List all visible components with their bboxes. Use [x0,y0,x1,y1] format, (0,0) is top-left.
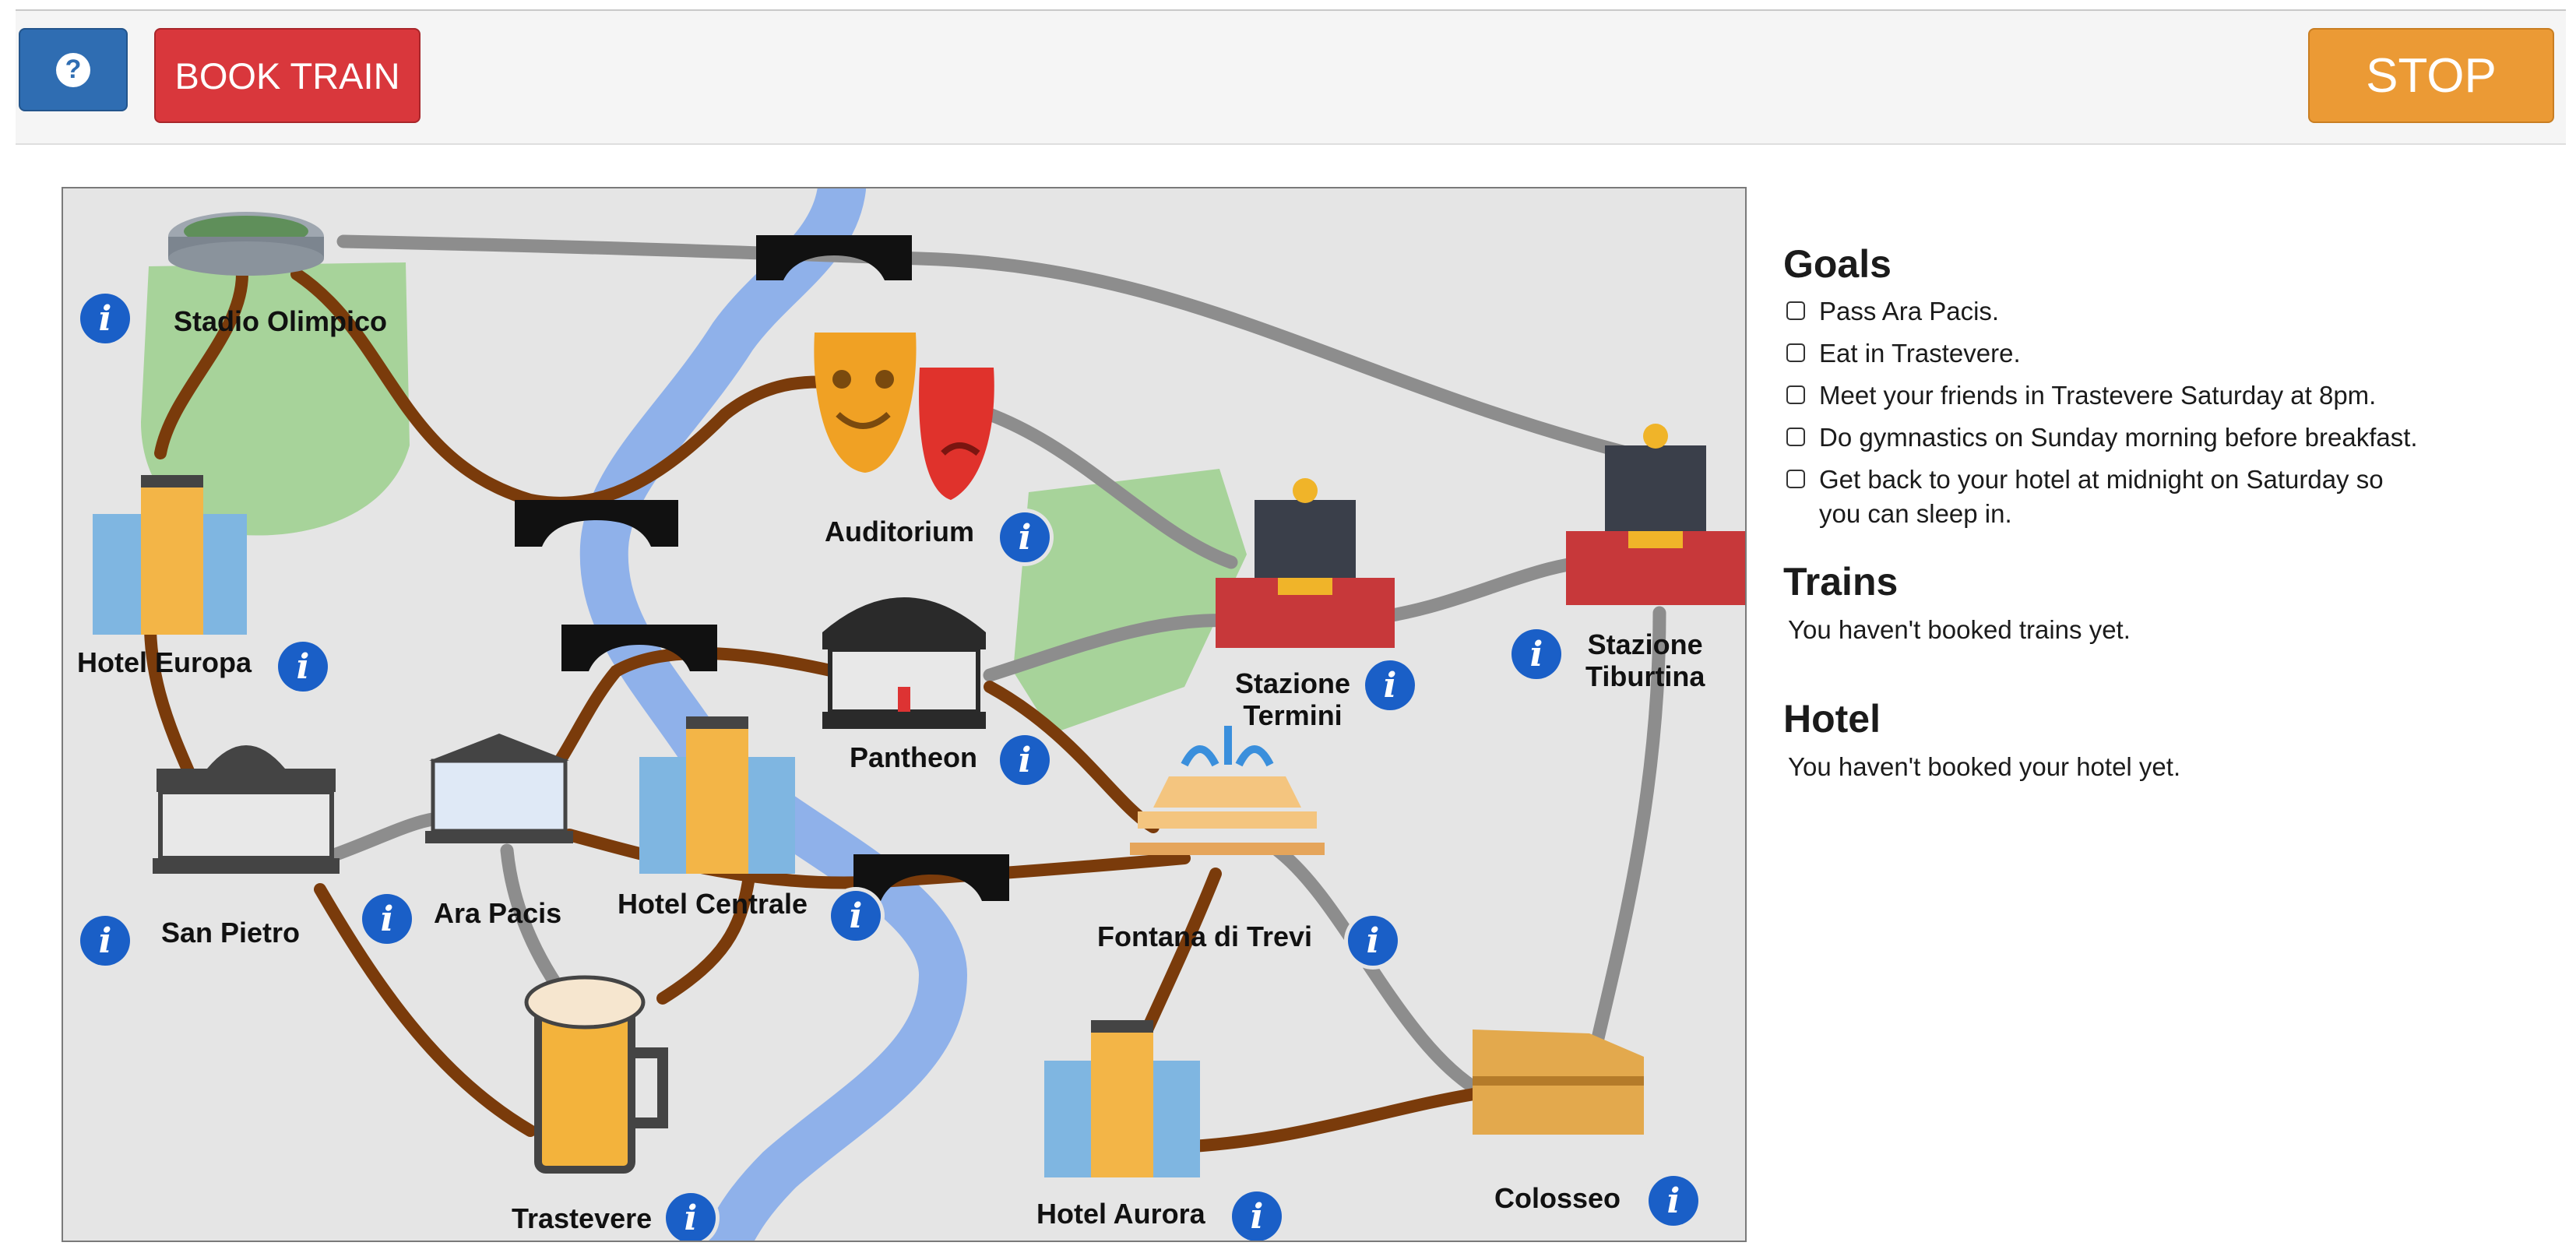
rail-line [959,399,1238,569]
place-label: Hotel Europa [77,646,252,678]
goal-checkbox[interactable] [1786,385,1805,404]
park-area [141,262,410,536]
road [314,883,537,1137]
road [1186,1086,1494,1153]
hotel-heading: Hotel [1783,697,1881,741]
bridge [515,500,678,547]
trains-heading: Trains [1783,560,1899,604]
road [656,875,755,1005]
goal-item: Do gymnastics on Sunday morning before b… [1783,421,2546,455]
place-label: Fontana di Trevi [1097,920,1313,952]
bridge [853,854,1009,901]
info-icon-hotel-europa[interactable]: i [278,642,328,692]
goal-text: Get back to your hotel at midnight on Sa… [1819,465,2384,528]
goals-heading: Goals [1783,242,1892,286]
hotel-status: You haven't booked your hotel yet. [1788,752,2181,781]
hotel-icon [93,475,247,635]
place-label: Trastevere [512,1202,653,1234]
goal-checkbox[interactable] [1786,343,1805,362]
place-label: Ara Pacis [434,897,562,929]
goal-item: Get back to your hotel at midnight on Sa… [1783,463,2411,531]
info-icon-auditorium[interactable]: i [1000,512,1050,562]
info-icon-fontana-di-trevi[interactable]: i [1348,916,1398,966]
goal-item: Eat in Trastevere. [1783,336,2546,371]
rail-line [1271,843,1495,1103]
place-label: Auditorium [825,516,974,547]
bridge [756,235,912,280]
goal-checkbox[interactable] [1786,470,1805,488]
goal-checkbox[interactable] [1786,301,1805,320]
place-label: Colosseo [1494,1182,1621,1214]
place-label: Stadio Olimpico [174,305,388,337]
stadium-icon [168,212,324,276]
goal-item: Meet your friends in Trastevere Saturday… [1783,378,2546,413]
bridge-group [515,235,1009,901]
info-icon-hotel-centrale[interactable]: i [831,891,881,941]
goal-checkbox[interactable] [1786,428,1805,446]
place-label: Stazione Tiburtina [1585,628,1705,693]
info-icon-pantheon[interactable]: i [1000,735,1050,785]
info-icon-trastevere[interactable]: i [666,1193,716,1241]
pantheon-icon [822,597,986,729]
train-station-icon [1566,424,1745,605]
trains-status: You haven't booked trains yet. [1788,615,2131,644]
rail-line [336,234,1651,464]
info-icon-stazione-termini[interactable]: i [1365,660,1415,710]
hotel-icon [639,716,795,874]
theater-masks-icon [814,333,994,500]
goal-text: Eat in Trastevere. [1819,339,2021,368]
toolbar: ? BOOK TRAIN STOP [16,11,2566,145]
info-icon-ara-pacis[interactable]: i [362,894,412,944]
place-label: Stazione Termini [1235,667,1351,732]
side-panel: Goals Pass Ara Pacis. Eat in Trastevere.… [1783,241,2546,782]
goal-text: Do gymnastics on Sunday morning before b… [1819,423,2418,452]
bridge [561,625,717,671]
train-station-icon [1216,478,1395,648]
map-canvas [93,188,1745,1241]
question-circle-icon: ? [56,52,90,87]
colosseum-icon [1473,1030,1644,1135]
rail-line [1582,606,1666,1083]
basilica-icon [153,745,340,874]
top-divider [16,9,2566,11]
city-map: Stadio Olimpico Hotel Europa Auditorium … [62,187,1747,1242]
temple-icon [425,734,573,843]
place-label: San Pietro [161,917,301,949]
beer-mug-icon [524,975,668,1174]
help-button[interactable]: ? [19,28,128,111]
stop-button[interactable]: STOP [2308,28,2554,123]
place-label: Hotel Aurora [1036,1198,1205,1230]
goal-text: Meet your friends in Trastevere Saturday… [1819,381,2377,410]
goals-list: Pass Ara Pacis. Eat in Trastevere. Meet … [1783,294,2546,531]
info-icon-colosseo[interactable]: i [1649,1176,1698,1226]
hotel-icon [1044,1020,1200,1177]
fountain-icon [1130,726,1325,855]
goal-item: Pass Ara Pacis. [1783,294,2546,329]
info-icon-hotel-aurora[interactable]: i [1232,1191,1282,1241]
info-icon-san-pietro[interactable]: i [80,916,130,966]
rail-line [983,614,1238,682]
road [154,268,248,459]
book-train-button[interactable]: BOOK TRAIN [154,28,421,123]
goal-text: Pass Ara Pacis. [1819,297,2000,326]
info-icon-stazione-tiburtina[interactable]: i [1511,629,1561,679]
place-label: Hotel Centrale [618,888,808,920]
place-label: Pantheon [850,741,978,773]
info-icon-stadio-olimpico[interactable]: i [80,294,130,343]
